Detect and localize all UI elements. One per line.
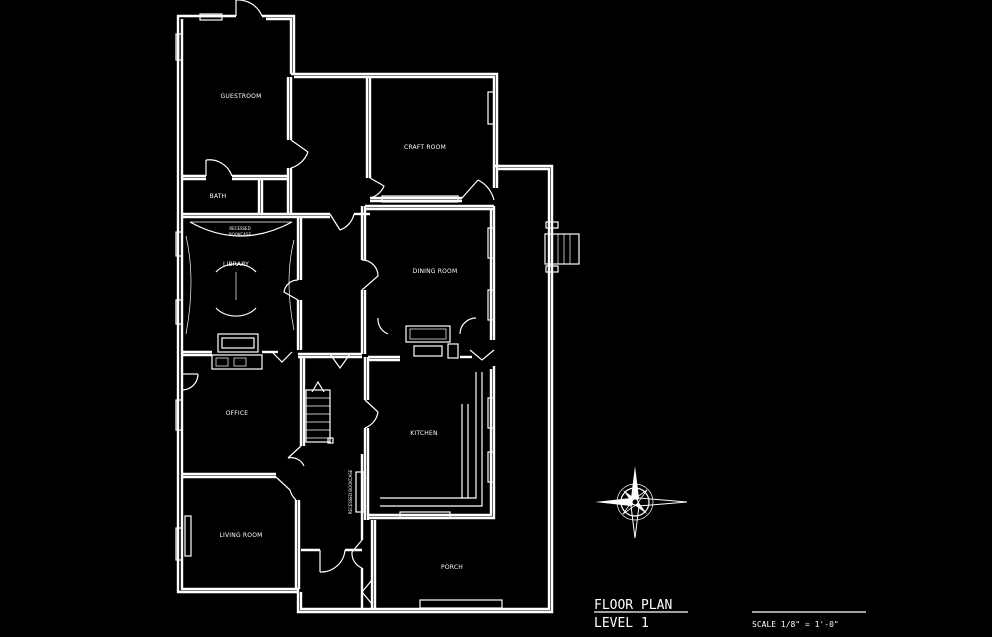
- interior-walls: [182, 77, 496, 609]
- title-scale: SCALE 1/8" = 1'-0": [752, 620, 839, 629]
- label-dining-room: DINING ROOM: [413, 268, 458, 275]
- doors: [181, 139, 495, 605]
- exterior-walls: [176, 14, 554, 614]
- room-labels: GUESTROOM CRAFT ROOM BATH RECESSED BOOKC…: [210, 93, 463, 571]
- title-floor-plan: FLOOR PLAN: [594, 598, 672, 613]
- label-library: LIBRARY: [223, 261, 249, 268]
- label-kitchen: KITCHEN: [410, 430, 437, 437]
- label-recessed-bookcase-vertical: RECESSED BOOKCASE: [348, 469, 353, 514]
- title-block: FLOOR PLAN LEVEL 1 SCALE 1/8" = 1'-0": [594, 598, 866, 631]
- label-porch: PORCH: [441, 564, 463, 571]
- guest-entry-door: [235, 0, 263, 17]
- label-craft-room: CRAFT ROOM: [404, 144, 446, 151]
- north-arrow-compass-icon: [595, 466, 688, 539]
- title-level: LEVEL 1: [594, 616, 649, 631]
- label-living-room: LIVING ROOM: [219, 532, 262, 539]
- label-guestroom: GUESTROOM: [221, 93, 262, 100]
- label-bath: BATH: [210, 193, 227, 200]
- label-bookcase-top: BOOKCASE: [229, 232, 251, 237]
- label-office: OFFICE: [226, 410, 249, 417]
- label-recessed-top: RECESSED: [229, 226, 250, 231]
- fixtures: [185, 221, 580, 513]
- windows: [175, 13, 503, 609]
